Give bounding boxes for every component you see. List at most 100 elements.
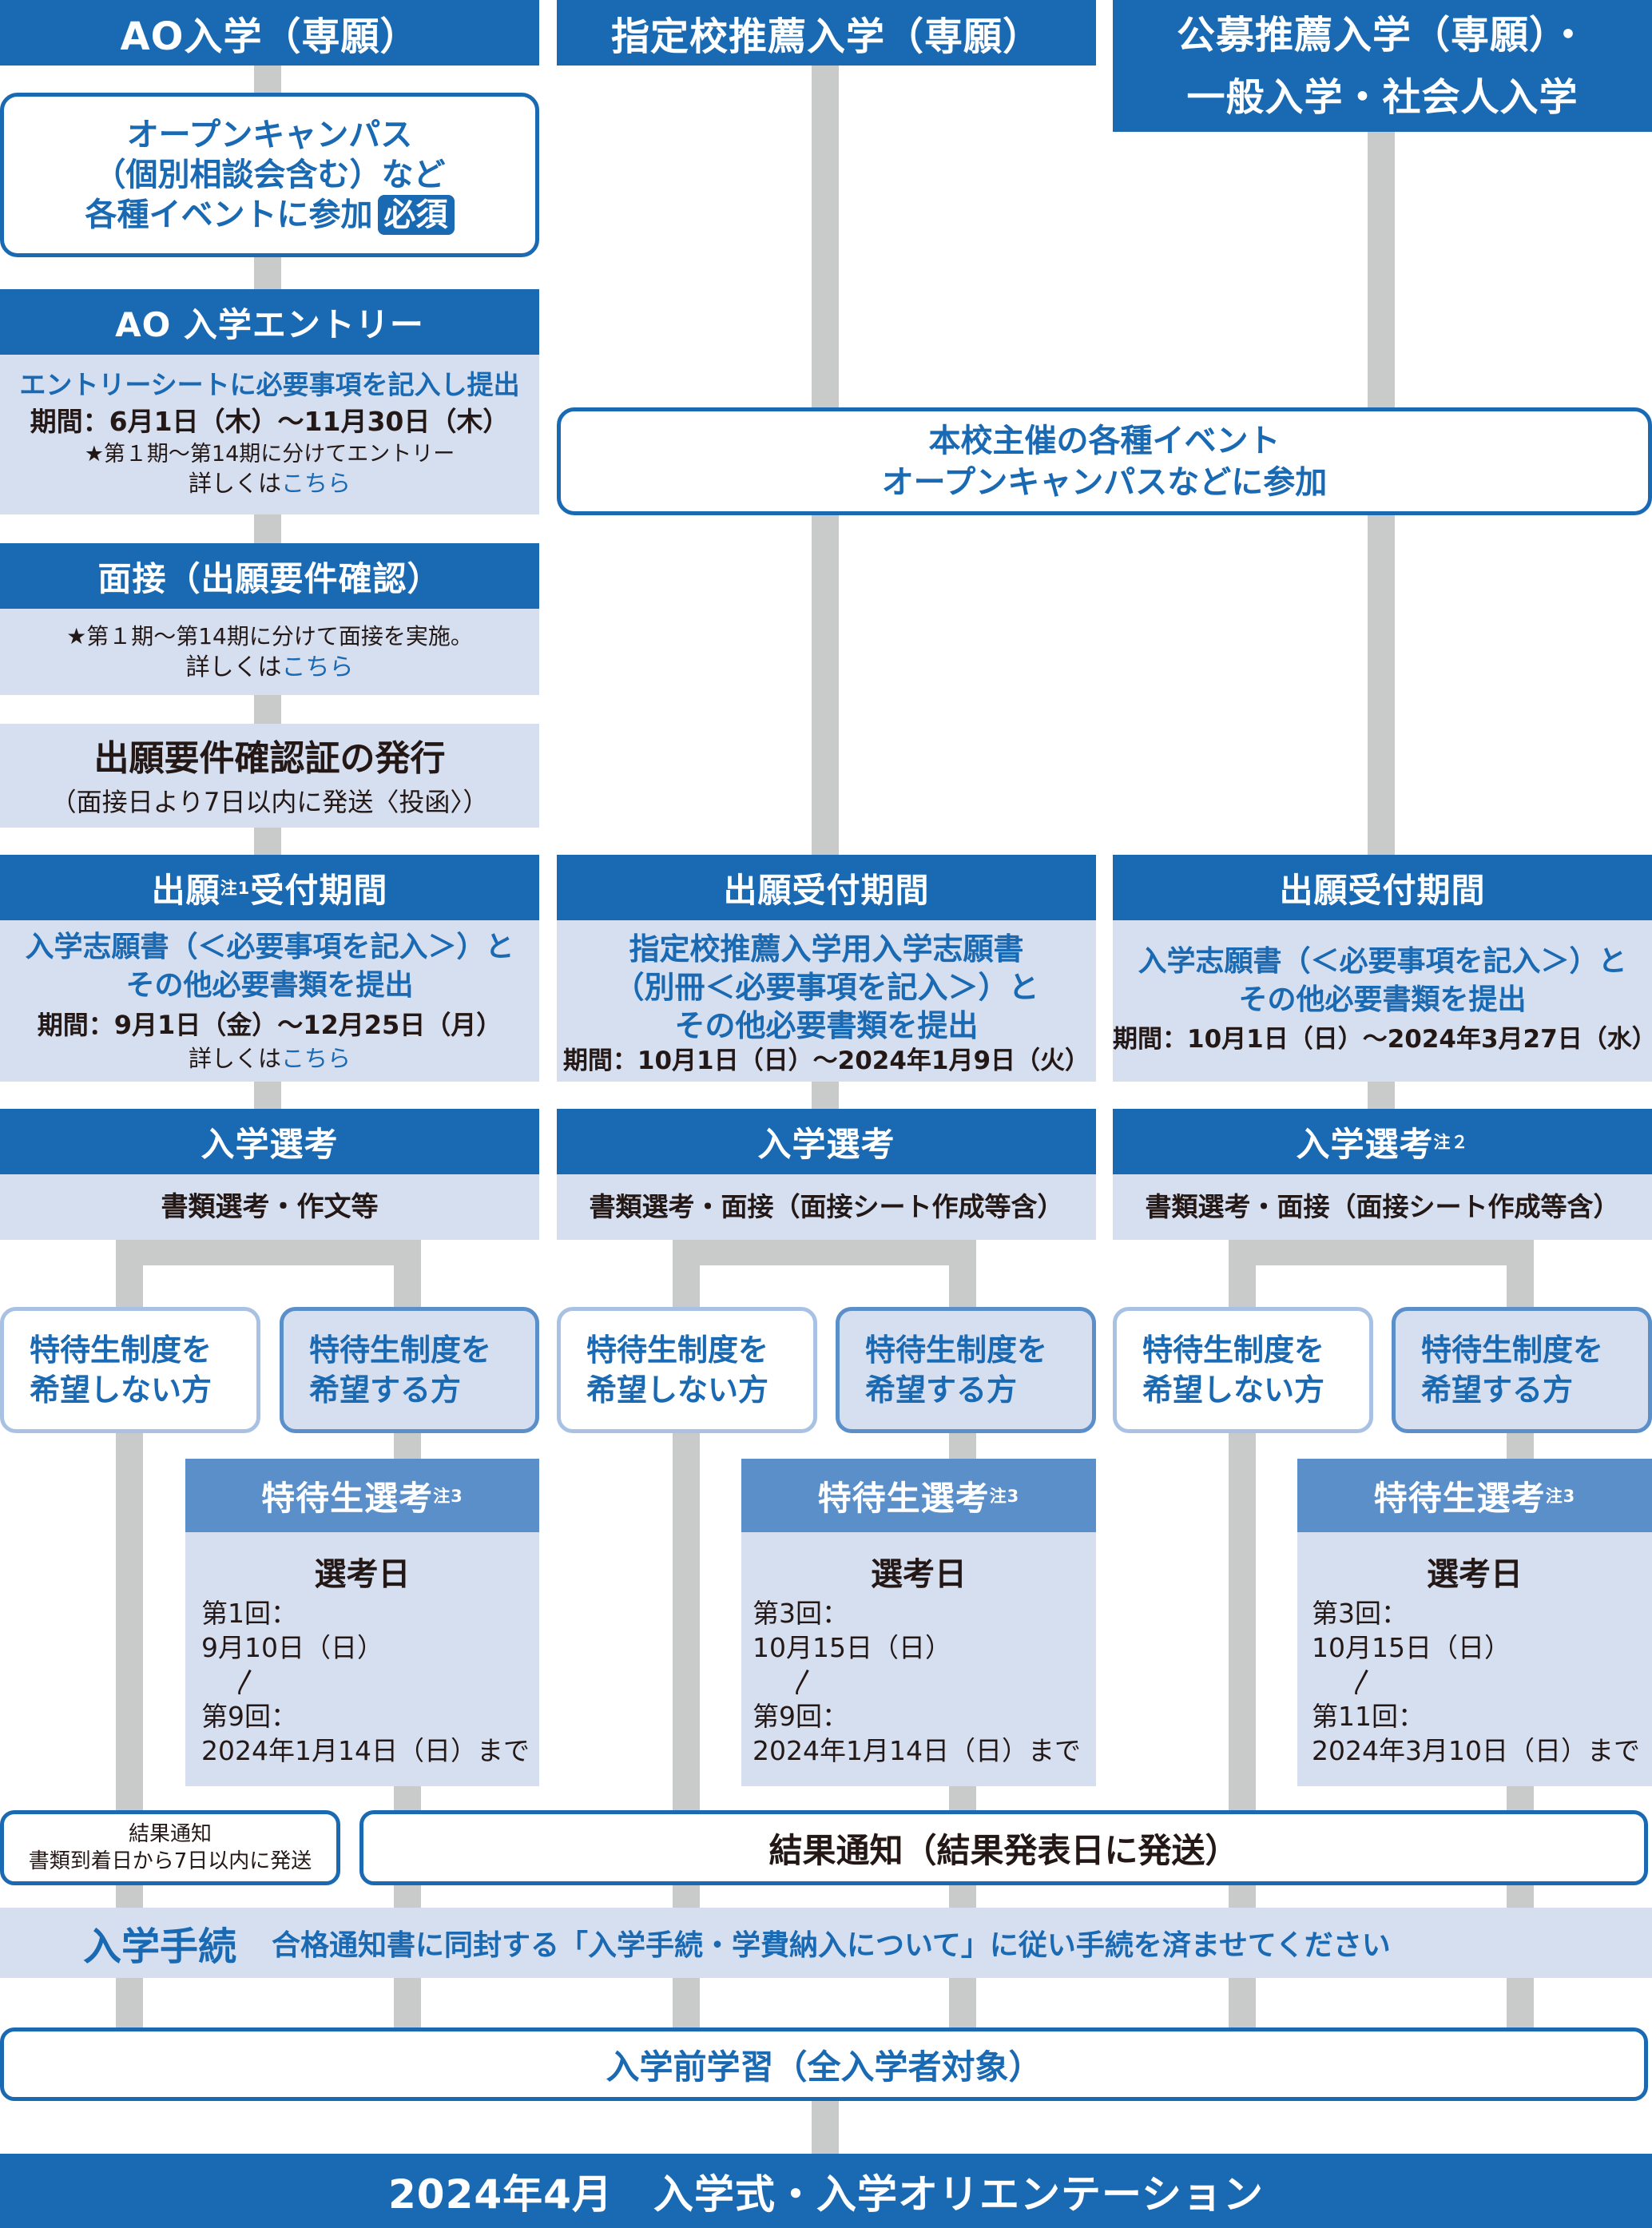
ao-event-box: オープンキャンパス （個別相談会含む）など 各種イベントに参加必須 — [0, 93, 539, 257]
ao-interview-body: ★第１期～第14期に分けて面接を実施。 詳しくはこちら — [0, 609, 539, 695]
schedule-last-round: 第9回： — [753, 1701, 848, 1732]
note3-marker: 注3 — [433, 1487, 463, 1506]
schedule-date-label: 選考日 — [1427, 1556, 1523, 1593]
procedure-desc: 合格通知書に同封する「入学手続・学費納入について」に従い手続を済ませてください — [272, 1929, 1391, 1962]
column-header-ao-label: AO入学（専願） — [120, 14, 419, 59]
ao-certificate-title: 出願要件確認証の発行 — [93, 738, 446, 779]
designated-application-desc2: （別冊＜必要事項を記入＞）と — [614, 970, 1039, 1005]
ao-application-details-link[interactable]: こちら — [281, 1045, 351, 1072]
schedule-range-mark: 〳 — [791, 1666, 817, 1698]
ao-application-desc1: 入学志願書（＜必要事項を記入＞）と — [25, 931, 514, 963]
public-application-period: 期間：10月1日（日）～2024年3月27日（水） — [1113, 1025, 1652, 1054]
note1-marker: 注1 — [220, 879, 251, 898]
scholarship-title: 特待生選考 — [817, 1478, 990, 1518]
designated-scholarship-schedule: 選考日 第3回： 10月15日（日） 〳 第9回： 2024年1月14日（日）ま… — [741, 1532, 1096, 1786]
public-application-header: 出願受付期間 — [1113, 855, 1652, 920]
public-choice-no-scholarship: 特待生制度を 希望しない方 — [1113, 1307, 1373, 1433]
ao-choice-scholarship: 特待生制度を 希望する方 — [280, 1307, 539, 1433]
ao-result-notice-box: 結果通知 書類到着日から7日以内に発送 — [0, 1810, 340, 1885]
shared-event-box: 本校主催の各種イベント オープンキャンパスなどに参加 — [557, 407, 1652, 515]
designated-application-period: 期間：10月1日（日）～2024年1月9日（火） — [562, 1046, 1090, 1075]
note3-marker: 注3 — [989, 1487, 1020, 1506]
public-selection-title: 入学選考 — [1296, 1124, 1434, 1164]
public-selection-header: 入学選考注２ — [1113, 1109, 1652, 1174]
ao-interview-header: 面接（出願要件確認） — [0, 543, 539, 609]
ao-result-notice-title: 結果通知 — [128, 1822, 212, 1846]
choice-no-line1: 特待生制度を — [1142, 1332, 1325, 1368]
ao-entry-more-prefix: 詳しくは — [188, 470, 281, 497]
ao-selection-title: 入学選考 — [201, 1124, 339, 1164]
schedule-first-round: 第1回： — [201, 1598, 297, 1629]
choice-yes-line1: 特待生制度を — [1421, 1332, 1604, 1368]
note2-marker: 注２ — [1433, 1133, 1469, 1152]
ao-application-more-prefix: 詳しくは — [188, 1045, 281, 1072]
ao-entry-header: AO 入学エントリー — [0, 289, 539, 355]
choice-yes-line1: 特待生制度を — [865, 1332, 1048, 1368]
ao-entry-body: エントリーシートに必要事項を記入し提出 期間：6月1日（木）～11月30日（木）… — [0, 355, 539, 514]
designated-selection-desc: 書類選考・面接（面接シート作成等含） — [589, 1191, 1064, 1222]
schedule-date-label: 選考日 — [314, 1556, 411, 1593]
designated-selection-body: 書類選考・面接（面接シート作成等含） — [557, 1174, 1096, 1240]
public-scholarship-header: 特待生選考注3 — [1297, 1459, 1652, 1532]
public-choice-scholarship: 特待生制度を 希望する方 — [1392, 1307, 1652, 1433]
scholarship-title: 特待生選考 — [261, 1478, 434, 1518]
result-notice-text: 結果通知（結果発表日に発送） — [768, 1830, 1239, 1870]
ao-interview-title: 面接（出願要件確認） — [97, 558, 442, 598]
schedule-first-round: 第3回： — [1312, 1598, 1408, 1629]
choice-no-line2: 希望しない方 — [30, 1372, 212, 1408]
choice-no-line1: 特待生制度を — [586, 1332, 769, 1368]
ao-interview-more-prefix: 詳しくは — [185, 653, 282, 681]
public-selection-desc: 書類選考・面接（面接シート作成等含） — [1145, 1191, 1620, 1222]
ao-choice-no-scholarship: 特待生制度を 希望しない方 — [0, 1307, 260, 1433]
result-notice-box: 結果通知（結果発表日に発送） — [359, 1810, 1648, 1885]
ao-interview-details-link[interactable]: こちら — [281, 653, 354, 681]
designated-selection-header: 入学選考 — [557, 1109, 1096, 1174]
ao-interview-note: ★第１期～第14期に分けて面接を実施。 — [66, 623, 473, 649]
column-header-public: 公募推薦入学（専願）・ 一般入学・社会人入学 — [1113, 0, 1652, 132]
schedule-last-round: 第11回： — [1312, 1701, 1424, 1732]
ao-application-period: 期間：9月1日（金）～12月25日（月） — [37, 1010, 502, 1040]
ao-selection-desc: 書類選考・作文等 — [161, 1191, 379, 1223]
choice-yes-line2: 希望する方 — [309, 1372, 462, 1408]
column-header-public-line1: 公募推薦入学（専願）・ — [1176, 12, 1588, 58]
ao-entry-details-link[interactable]: こちら — [281, 470, 351, 497]
schedule-date-label: 選考日 — [871, 1556, 967, 1593]
ao-certificate-note: （面接日より7日以内に発送〈投函〉） — [50, 787, 489, 817]
scholarship-title: 特待生選考 — [1373, 1478, 1546, 1518]
entrance-ceremony-text: 2024年4月 入学式・入学オリエンテーション — [388, 2170, 1264, 2218]
schedule-first-date: 10月15日（日） — [1312, 1632, 1511, 1663]
ao-entry-desc: エントリーシートに必要事項を記入し提出 — [19, 369, 520, 400]
ao-scholarship-header: 特待生選考注3 — [185, 1459, 539, 1532]
designated-application-header: 出願受付期間 — [557, 855, 1096, 920]
column-header-designated: 指定校推薦入学（専願） — [557, 0, 1096, 66]
choice-yes-line2: 希望する方 — [1421, 1372, 1574, 1408]
schedule-last-date: 2024年1月14日（日）まで — [753, 1735, 1081, 1766]
schedule-range-mark: 〳 — [1350, 1666, 1376, 1698]
shared-event-line1: 本校主催の各種イベント — [928, 422, 1281, 459]
shared-event-line2: オープンキャンパスなどに参加 — [881, 463, 1328, 501]
choice-no-line2: 希望しない方 — [586, 1372, 769, 1408]
pre-enrollment-study-box: 入学前学習（全入学者対象） — [0, 2027, 1648, 2101]
enrollment-procedure-bar: 入学手続 合格通知書に同封する「入学手続・学費納入について」に従い手続を済ませて… — [0, 1908, 1652, 1978]
ao-selection-header: 入学選考 — [0, 1109, 539, 1174]
ao-scholarship-schedule: 選考日 第1回： 9月10日（日） 〳 第9回： 2024年1月14日（日）まで — [185, 1532, 539, 1786]
schedule-first-date: 10月15日（日） — [753, 1632, 951, 1663]
schedule-range-mark: 〳 — [233, 1666, 260, 1698]
schedule-first-round: 第3回： — [753, 1598, 848, 1629]
column-header-ao: AO入学（専願） — [0, 0, 539, 66]
ao-application-desc2: その他必要書類を提出 — [125, 969, 414, 1002]
designated-application-body: 指定校推薦入学用入学志願書 （別冊＜必要事項を記入＞）と その他必要書類を提出 … — [557, 920, 1096, 1082]
pre-study-text: 入学前学習（全入学者対象） — [606, 2047, 1042, 2087]
choice-yes-line2: 希望する方 — [865, 1372, 1018, 1408]
ao-event-line1: オープンキャンパス — [126, 117, 413, 153]
designated-application-desc1: 指定校推薦入学用入学志願書 — [629, 931, 1024, 967]
schedule-first-date: 9月10日（日） — [201, 1632, 383, 1663]
ao-selection-body: 書類選考・作文等 — [0, 1174, 539, 1240]
schedule-last-round: 第9回： — [201, 1701, 297, 1732]
schedule-last-date: 2024年3月10日（日）まで — [1312, 1735, 1640, 1766]
procedure-title: 入学手続 — [83, 1924, 237, 1969]
choice-no-line1: 特待生制度を — [30, 1332, 212, 1368]
schedule-last-date: 2024年1月14日（日）まで — [201, 1735, 530, 1766]
choice-no-line2: 希望しない方 — [1142, 1372, 1325, 1408]
ao-entry-note: ★第１期～第14期に分けてエントリー — [84, 442, 455, 467]
